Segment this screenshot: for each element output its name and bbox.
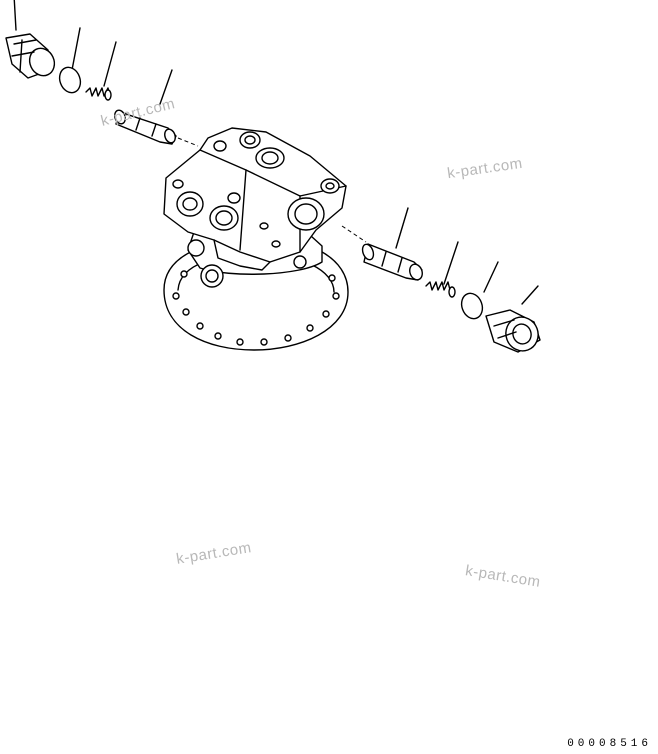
spool-left — [114, 69, 199, 147]
swing-motor-body — [163, 127, 367, 351]
spring-right — [425, 241, 459, 298]
plug-left — [5, 0, 56, 79]
drawing-code: 00008516 — [567, 738, 652, 750]
spring-left — [85, 41, 117, 101]
o-ring-right — [460, 261, 499, 320]
spool-right — [361, 207, 423, 281]
plug-right — [485, 285, 541, 353]
o-ring-left — [58, 27, 82, 94]
